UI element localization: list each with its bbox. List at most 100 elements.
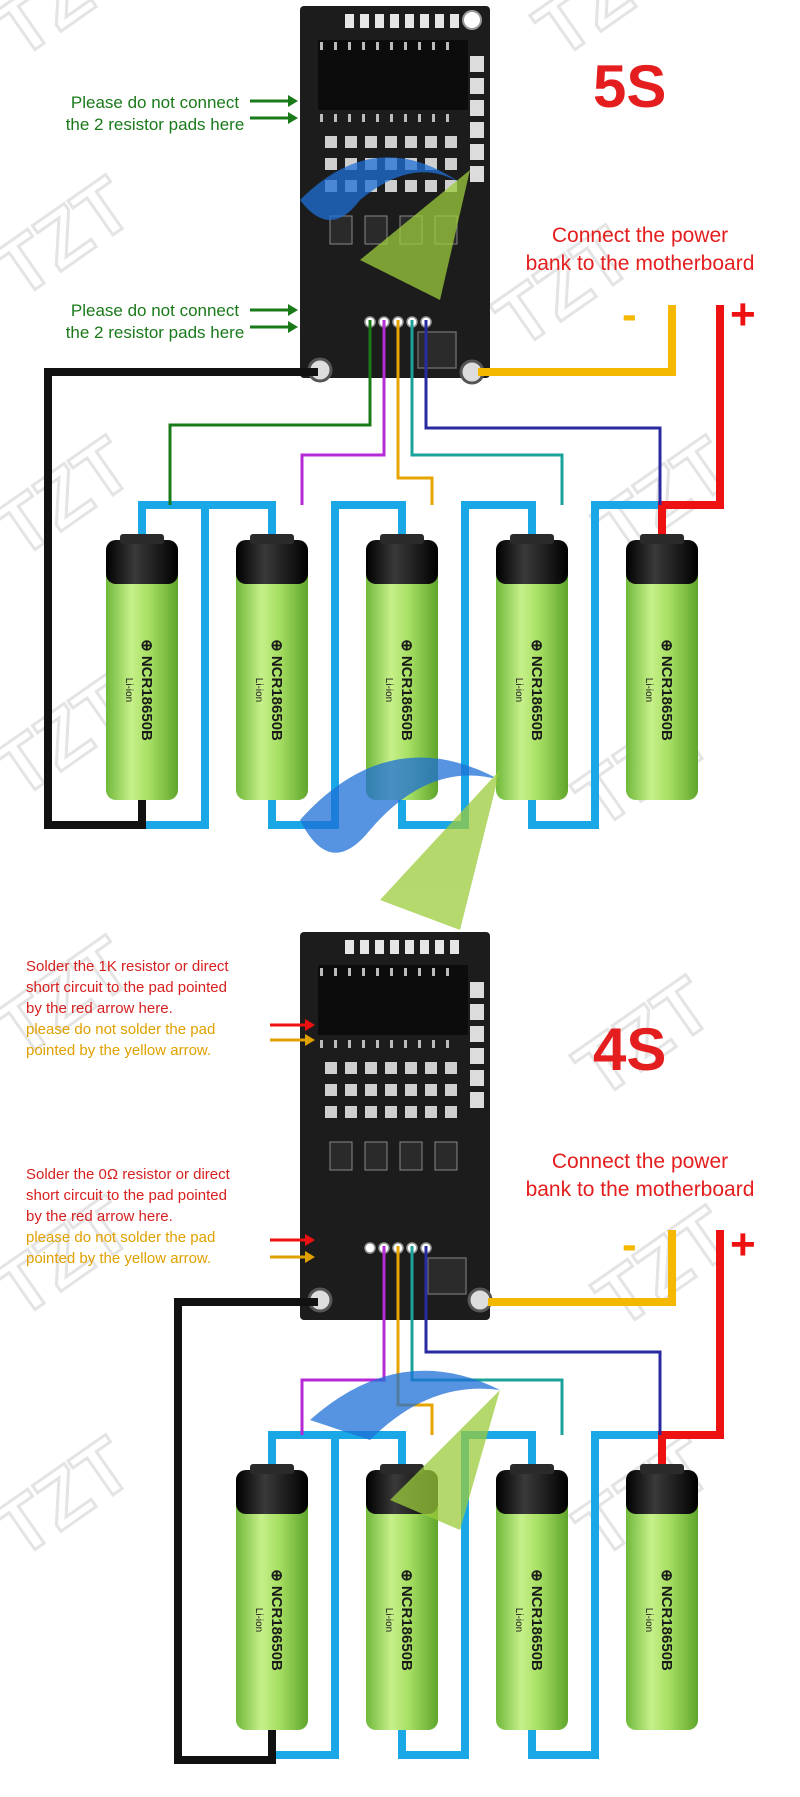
battery-top-4-model: ⊕ NCR18650B <box>528 639 545 741</box>
battery-top-3-body <box>366 540 438 800</box>
arrow-bottom-1-yellow-head <box>305 1034 315 1046</box>
ic-pin <box>348 114 351 122</box>
arrow-bottom-2-red-head <box>305 1234 315 1246</box>
battery-bottom-4-type: Li-ion <box>643 1608 654 1632</box>
battery-top-2-cap <box>236 540 308 584</box>
smd-part <box>470 56 484 72</box>
battery-top-1-type: Li-ion <box>123 678 134 702</box>
battery-bottom-4-cap <box>626 1470 698 1514</box>
smd-part <box>470 1026 484 1042</box>
plus-sign-top: + <box>730 290 756 339</box>
smd-part <box>405 136 417 148</box>
battery-bottom-4-terminal <box>640 1464 684 1474</box>
balance-pad <box>364 1242 376 1254</box>
smd-part <box>425 1106 437 1118</box>
smd-part <box>445 158 457 170</box>
ic-pin <box>446 968 449 976</box>
battery-top-2-body <box>236 540 308 800</box>
wire-negative-bottom <box>174 1298 318 1764</box>
ic-pin <box>376 968 379 976</box>
bms-board-4s <box>300 932 493 1320</box>
balance-wires-4s <box>174 1230 724 1764</box>
ic-pin <box>348 968 351 976</box>
smd-part <box>420 14 429 28</box>
balance-wires-5s <box>44 305 724 829</box>
smd-part <box>365 136 377 148</box>
smd-part <box>345 1084 357 1096</box>
ic-pin <box>390 114 393 122</box>
battery-top-3-model: ⊕ NCR18650B <box>398 639 415 741</box>
battery-top-1-body <box>106 540 178 800</box>
ic-pin <box>404 114 407 122</box>
arrow-bottom-2-red <box>270 1234 315 1246</box>
battery-bottom-1-model: ⊕ NCR18650B <box>268 1569 285 1671</box>
battery-top-5-cap <box>626 540 698 584</box>
smd-part <box>385 180 397 192</box>
balance-wire-yellow <box>396 320 434 505</box>
arrow-bottom-1-red-head <box>305 1019 315 1031</box>
ic-pin <box>432 42 435 50</box>
arrow-top-1a-head <box>288 95 298 107</box>
battery-top-4-body <box>496 540 568 800</box>
arrow-top-1b-head <box>288 112 298 124</box>
ic-pin <box>432 1040 435 1048</box>
series-link-2 <box>268 501 406 829</box>
ic-pin <box>446 1040 449 1048</box>
smd-part <box>405 940 414 954</box>
mosfet <box>434 1141 458 1171</box>
ic-pin <box>362 968 365 976</box>
smd-part <box>325 1062 337 1074</box>
smd-part <box>365 1084 377 1096</box>
battery-top-1-cap <box>106 540 178 584</box>
ic-pin <box>376 1040 379 1048</box>
note-bottom-1-yellow-1: please do not solder the pad <box>26 1021 216 1038</box>
power-note-bottom-line1: Connect the power <box>551 1150 729 1173</box>
battery-bottom-1-cap <box>236 1470 308 1514</box>
wire-negative-top <box>44 368 318 829</box>
smd-part <box>345 1106 357 1118</box>
note-bottom-2-yellow-2: pointed by the yellow arrow. <box>26 1250 212 1267</box>
note-bottom-1-red-3: by the red arrow here. <box>26 1000 173 1017</box>
smd-part <box>420 940 429 954</box>
arrow-bottom-2-yellow <box>270 1251 315 1263</box>
label-4s: 4S <box>593 1016 667 1083</box>
smd-part <box>345 14 354 28</box>
battery-bottom-3-terminal <box>510 1464 554 1474</box>
ic-pin <box>432 114 435 122</box>
note-bottom-1-red-2: short circuit to the pad pointed <box>26 979 227 996</box>
arrow-top-2b-head <box>288 321 298 333</box>
series-link-0 <box>138 501 205 540</box>
ic-pin <box>390 42 393 50</box>
battery-top-4-terminal <box>510 534 554 544</box>
battery-bottom-3-model: ⊕ NCR18650B <box>528 1569 545 1671</box>
smd-part <box>360 940 369 954</box>
smd-part <box>390 940 399 954</box>
ic-pin <box>418 1040 421 1048</box>
smd-part <box>405 1084 417 1096</box>
smd-part <box>445 1106 457 1118</box>
smd-part <box>405 1106 417 1118</box>
smd-part <box>345 1062 357 1074</box>
power-note-top: Connect the power bank to the motherboar… <box>505 222 775 278</box>
battery-top-1-model: ⊕ NCR18650B <box>138 639 155 741</box>
ic-pin <box>390 968 393 976</box>
ic-pin <box>334 114 337 122</box>
smd-part <box>375 940 384 954</box>
balance-wire-green <box>168 320 372 505</box>
smd-part <box>470 78 484 94</box>
smd-part <box>325 1106 337 1118</box>
minus-sign-bottom: - <box>622 1220 637 1269</box>
ic-pin <box>320 1040 323 1048</box>
smd-part <box>405 14 414 28</box>
wire-positive-top <box>658 305 724 540</box>
watermark-2: TZT <box>0 160 147 314</box>
smd-part <box>470 144 484 160</box>
arrow-top-1a <box>250 95 298 107</box>
balance-wire-navy-b <box>424 1246 662 1435</box>
ic-pin <box>418 42 421 50</box>
ic-pin <box>404 1040 407 1048</box>
battery-top-3-cap <box>366 540 438 584</box>
mosfet <box>399 1141 423 1171</box>
